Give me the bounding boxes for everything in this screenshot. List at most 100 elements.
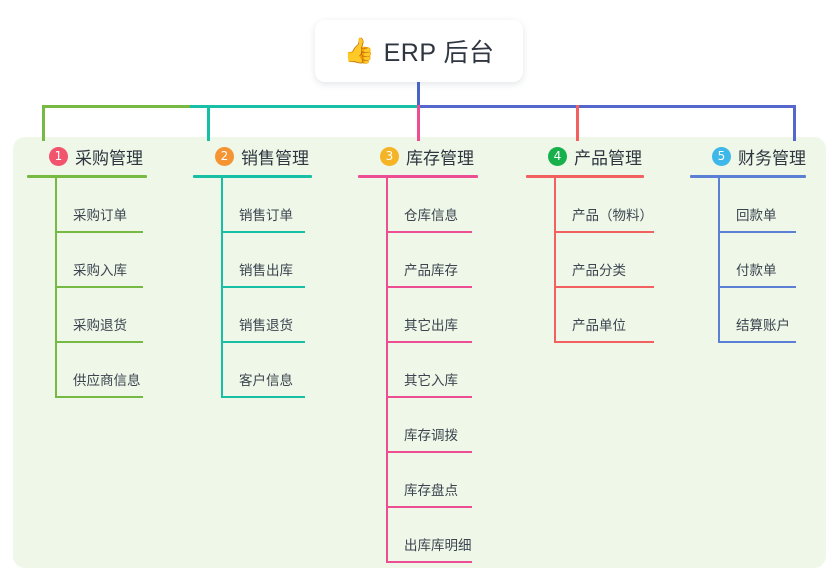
category-header-4[interactable]: 4 产品管理 [526,143,644,169]
menu-item[interactable]: 供应商信息 [27,343,147,398]
menu-item-underline [386,286,472,288]
category-items: 产品（物料） 产品分类产品单位 [526,178,654,343]
branch-spine [554,178,556,343]
menu-item-underline [221,341,305,343]
menu-item-label: 仓库信息 [404,208,458,223]
menu-item[interactable]: 产品（物料） [526,178,654,233]
menu-item-label: 销售出库 [239,263,293,278]
menu-item-underline [718,231,796,233]
menu-item-label: 采购订单 [73,208,127,223]
menu-item-label: 销售订单 [239,208,293,223]
menu-item-label: 采购入库 [73,263,127,278]
menu-item-label: 出库库明细 [404,538,472,553]
menu-item[interactable]: 付款单 [690,233,806,288]
drop-connector-5 [793,105,796,141]
menu-item-underline [386,341,472,343]
root-node[interactable]: 👍 ERP 后台 [315,20,523,82]
drop-connector-3 [417,105,420,141]
drop-connector-1 [42,105,45,141]
menu-item-label: 库存盘点 [404,483,458,498]
menu-item-underline [386,396,472,398]
branch-spine [55,178,57,398]
menu-item-underline [386,506,472,508]
branch-spine [386,178,388,563]
number-badge-icon: 3 [380,146,399,166]
number-badge-icon: 1 [49,146,68,166]
category-header-1[interactable]: 1 采购管理 [27,143,147,169]
category-items: 回款单付款单结算账户 [690,178,806,343]
menu-item-underline [55,396,143,398]
category-underline [690,175,806,178]
menu-item[interactable]: 其它出库 [358,288,478,343]
menu-item[interactable]: 销售出库 [193,233,312,288]
menu-item-label: 回款单 [736,208,777,223]
menu-item[interactable]: 库存盘点 [358,453,478,508]
menu-item[interactable]: 客户信息 [193,343,312,398]
menu-item-underline [386,561,472,563]
category-underline [193,175,312,178]
menu-item[interactable]: 产品库存 [358,233,478,288]
menu-item-underline [554,341,654,343]
menu-item[interactable]: 采购订单 [27,178,147,233]
connector-bar-green [42,105,192,108]
category-column-1: 1 采购管理采购订单采购入库采购退货供应商信息 [27,143,147,398]
category-title: 产品管理 [574,148,642,168]
connector-bar-blue [417,105,796,108]
menu-item-label: 产品库存 [404,263,458,278]
menu-item[interactable]: 回款单 [690,178,806,233]
menu-item-label: 付款单 [736,263,777,278]
root-node-label: ERP 后台 [383,39,495,67]
drop-connector-4 [576,105,579,141]
connector-bar-teal [190,105,419,108]
menu-item[interactable]: 产品单位 [526,288,654,343]
menu-item[interactable]: 销售订单 [193,178,312,233]
category-title: 财务管理 [738,148,806,168]
menu-item-underline [55,286,143,288]
category-items: 销售订单销售出库销售退货客户信息 [193,178,312,398]
menu-item-label: 其它出库 [404,318,458,333]
category-title: 采购管理 [75,148,143,168]
menu-item-underline [221,231,305,233]
menu-item[interactable]: 采购入库 [27,233,147,288]
drop-connector-2 [207,105,210,141]
branch-spine [718,178,720,343]
menu-item-label: 采购退货 [73,318,127,333]
menu-item-label: 客户信息 [239,373,293,388]
menu-item-underline [554,286,654,288]
diagram-panel [13,137,826,568]
category-underline [526,175,644,178]
category-underline [358,175,478,178]
menu-item[interactable]: 产品分类 [526,233,654,288]
category-column-2: 2 销售管理销售订单销售出库销售退货客户信息 [193,143,312,398]
menu-item-underline [55,231,143,233]
menu-item[interactable]: 仓库信息 [358,178,478,233]
menu-item-label: 库存调拨 [404,428,458,443]
menu-item[interactable]: 出库库明细 [358,508,478,563]
menu-item-underline [718,341,796,343]
menu-item[interactable]: 采购退货 [27,288,147,343]
menu-item[interactable]: 库存调拨 [358,398,478,453]
number-badge-icon: 4 [548,146,567,166]
menu-item[interactable]: 销售退货 [193,288,312,343]
menu-item[interactable]: 结算账户 [690,288,806,343]
branch-spine [221,178,223,398]
category-header-2[interactable]: 2 销售管理 [193,143,312,169]
menu-item-label: 结算账户 [736,318,790,333]
menu-item-underline [221,286,305,288]
menu-item-label: 产品分类 [572,263,626,278]
menu-item-underline [554,231,654,233]
menu-item[interactable]: 其它入库 [358,343,478,398]
category-title: 销售管理 [241,148,309,168]
menu-item-underline [221,396,305,398]
menu-item-underline [386,231,472,233]
category-items: 仓库信息产品库存其它出库其它入库库存调拨库存盘点出库库明细 [358,178,478,563]
number-badge-icon: 2 [215,146,234,166]
category-underline [27,175,147,178]
menu-item-label: 产品（物料） [572,208,653,223]
root-stem-connector [417,82,420,107]
